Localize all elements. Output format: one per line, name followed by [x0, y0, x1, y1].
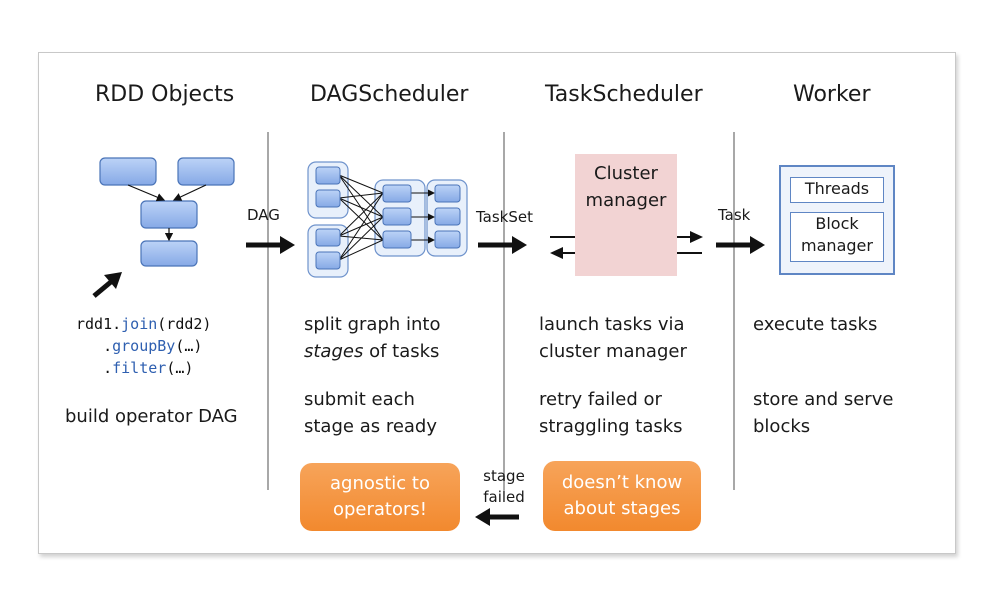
callout-agnostic-line1: agnostic to — [329, 473, 430, 494]
task-desc-1: launch tasks via cluster manager — [539, 311, 687, 365]
stage-failed-line1: stage — [483, 467, 525, 485]
diagram-frame — [38, 52, 956, 554]
stage-graph — [307, 161, 468, 278]
divider-1 — [267, 132, 269, 490]
dag-desc-1-line2: stages of tasks — [304, 341, 440, 362]
taskset-arrow — [478, 236, 527, 254]
rdd-node — [140, 240, 198, 267]
title-rdd-objects: RDD Objects — [95, 82, 235, 107]
rdd-description: build operator DAG — [65, 406, 238, 427]
block-manager-line1: Block — [815, 214, 859, 233]
title-dag-scheduler: DAGScheduler — [310, 82, 469, 107]
block-manager-box: Block manager — [790, 212, 884, 262]
worker-desc-2: store and serve blocks — [753, 386, 893, 440]
threads-box: Threads — [790, 177, 884, 203]
dag-arrow — [246, 236, 295, 254]
task-desc-2: retry failed or straggling tasks — [539, 386, 683, 440]
stage-failed-arrow — [475, 508, 519, 526]
callout-agnostic: agnostic to operators! — [300, 463, 460, 531]
rdd-node — [140, 200, 198, 229]
cluster-manager-line1: Cluster — [594, 163, 658, 184]
dag-desc-1: split graph into stages of tasks — [304, 311, 440, 365]
worker-desc-2-line1: store and serve — [753, 389, 894, 410]
dag-arrow-label: DAG — [247, 206, 280, 224]
task-desc-2-line1: retry failed or — [539, 389, 662, 410]
rdd-node — [177, 157, 235, 186]
worker-box: Threads Block manager — [779, 165, 895, 275]
rdd-node — [99, 157, 157, 186]
taskset-arrow-label: TaskSet — [476, 208, 534, 226]
dag-desc-1-line1: split graph into — [304, 314, 441, 335]
task-desc-2-line2: straggling tasks — [539, 416, 683, 437]
dag-desc-2: submit each stage as ready — [304, 386, 437, 440]
code-pointer-arrow — [92, 272, 122, 298]
callout-agnostic-line2: operators! — [332, 499, 427, 520]
callout-doesnt-know-line1: doesn’t know — [561, 472, 683, 493]
divider-3 — [733, 132, 735, 490]
title-task-scheduler: TaskScheduler — [545, 82, 703, 107]
divider-2 — [503, 132, 505, 490]
task-arrow — [716, 236, 765, 254]
stage-failed-line2: failed — [483, 488, 525, 506]
task-arrow-label: Task — [718, 206, 751, 224]
cluster-manager-box — [575, 154, 677, 276]
callout-doesnt-know: doesn’t know about stages — [543, 461, 701, 531]
worker-desc-1: execute tasks — [753, 314, 878, 335]
worker-desc-2-line2: blocks — [753, 416, 811, 437]
block-manager-line2: manager — [801, 236, 873, 255]
cluster-manager-line2: manager — [585, 190, 667, 211]
callout-doesnt-know-line2: about stages — [563, 498, 681, 519]
rdd-dag-graphic — [99, 157, 235, 267]
dag-desc-2-line1: submit each — [304, 389, 415, 410]
dag-desc-2-line2: stage as ready — [304, 416, 438, 437]
stage-failed-label: stage failed — [482, 466, 526, 508]
task-desc-1-line2: cluster manager — [539, 341, 687, 362]
task-desc-1-line1: launch tasks via — [539, 314, 685, 335]
cluster-manager-label: Cluster manager — [575, 160, 677, 214]
title-worker: Worker — [793, 82, 871, 107]
rdd-code-snippet: rdd1.join(rdd2) .groupBy(…) .filter(…) — [76, 315, 212, 377]
